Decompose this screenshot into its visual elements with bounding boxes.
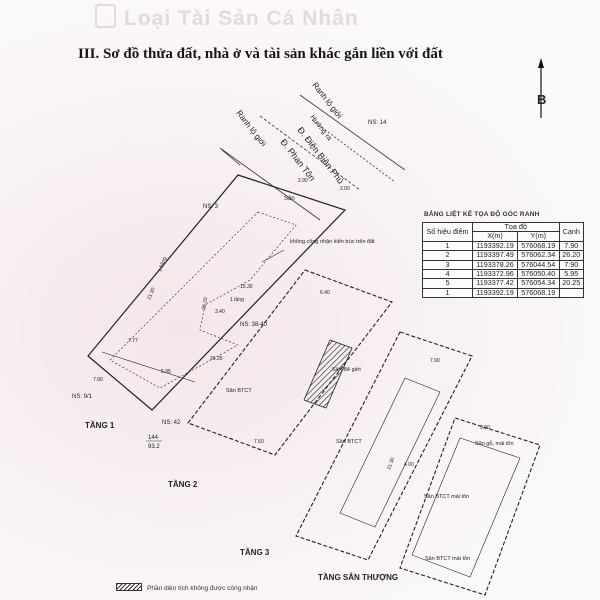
dim-21-30-roof: 21.30	[386, 457, 396, 471]
table-title: BẢNG LIỆT KÊ TỌA ĐỘ GÓC RANH	[424, 211, 540, 218]
col-y: Y(m)	[517, 231, 560, 242]
parcel-outline	[87, 174, 347, 411]
floor-1-label: TẦNG 1	[85, 420, 115, 430]
cell-y: 576054.34	[517, 278, 560, 289]
legend-text: Phần diện tích không được công nhận	[147, 585, 258, 592]
dim-6-40: 6.40	[320, 290, 330, 296]
yard-label: Sân	[284, 196, 295, 202]
dim-15-30: 15.30	[240, 284, 253, 290]
dim-26-20: 26.20	[201, 297, 209, 311]
parcel-number: 144	[148, 435, 159, 441]
watermark: Loại Tài Sản Cá Nhân	[95, 4, 359, 31]
stairs-label: 1 bằng	[156, 256, 168, 273]
roof-outline	[399, 417, 541, 596]
roof-label: TẦNG SÂN THƯỢNG	[318, 572, 398, 582]
floor-3-outline	[295, 331, 473, 561]
dim-2-00: 2.00	[340, 186, 350, 192]
dim-20-25: 20.25	[210, 356, 223, 362]
cell-point: 2	[422, 250, 473, 261]
section-heading: III. Sơ đồ thửa đất, nhà ở và tài sản kh…	[78, 46, 443, 62]
dim-4-00: 4.00	[404, 462, 414, 468]
cell-y: 576062.34	[517, 250, 560, 261]
cell-point: 1	[422, 287, 473, 299]
dim-7-90-f3: 7.90	[430, 358, 440, 364]
roof-room-3: Sân BTCT mái tôn	[425, 556, 470, 562]
cell-x: 1193392.19	[471, 287, 519, 299]
dim-7-60: 7.60	[254, 439, 264, 445]
floor-2-room-2: Sân Bê giới	[332, 367, 361, 373]
note-label: không công nhận kiến trúc trên đất	[290, 239, 375, 245]
neighbor-ns14: NS: 14	[368, 120, 387, 126]
dim-21-30-plot: 21.30	[146, 287, 156, 301]
cell-y: 576068.19	[517, 287, 560, 299]
cell-point: 5	[422, 278, 473, 289]
road-lines	[219, 94, 406, 221]
boundary-label-2: Ranh lộ giới	[234, 109, 268, 149]
watermark-text: Loại Tài Sản Cá Nhân	[124, 7, 359, 30]
legend: Phần diện tích không được công nhận	[116, 583, 258, 592]
street-label-1: Đ. Điện Biên Phủ	[295, 125, 345, 186]
col-edge: Cạnh	[558, 222, 585, 242]
neighbor-ns3: NS: 3	[203, 204, 219, 210]
dim-2-90: 2.90	[298, 178, 308, 184]
neighbor-ns3840: NS: 38-40	[240, 322, 268, 328]
cell-edge: 26.20	[558, 250, 585, 261]
floor-3-label: TẦNG 3	[240, 547, 270, 557]
col-x: X(m)	[471, 231, 519, 242]
floor-2-outline	[187, 269, 393, 456]
roof-room-2: Sân BTCT mái tôn	[424, 494, 469, 500]
floor-2-label: TẦNG 2	[168, 479, 198, 489]
dim-5-95: 5.95	[161, 369, 171, 375]
floor-2-room-1: Sân BTCT	[226, 388, 252, 394]
cell-x: 1193397.49	[471, 250, 519, 261]
cell-edge: 20.25	[558, 278, 585, 289]
note-pointer	[261, 249, 285, 263]
roof-room-1: Sân gỗ, mái tôn	[475, 440, 514, 447]
dim-7-77: 7.77	[128, 338, 138, 344]
unrecognized-area-hatch	[303, 339, 353, 409]
dim-7-90: 7.90	[93, 377, 103, 383]
stairs-label-2: 1 tầng	[230, 297, 244, 303]
map-number: 93.2	[148, 444, 160, 450]
document-icon	[95, 4, 116, 28]
neighbor-ns42: NS: 42	[162, 420, 181, 426]
cell-edge	[558, 287, 585, 299]
north-label: B	[537, 92, 546, 107]
floor-3-room: Sân BTCT	[336, 439, 362, 445]
dim-3-40: 3.40	[215, 309, 225, 315]
col-coords: Tọa độ	[471, 221, 560, 233]
dim-3-00: 3.00	[480, 425, 490, 431]
cell-x: 1193377.42	[471, 278, 519, 289]
col-point: Số hiệu điểm	[422, 222, 473, 242]
neighbor-ns91: NS: 9/1	[72, 394, 93, 400]
hatch-swatch-icon	[116, 583, 142, 591]
north-arrow-icon	[538, 58, 544, 118]
